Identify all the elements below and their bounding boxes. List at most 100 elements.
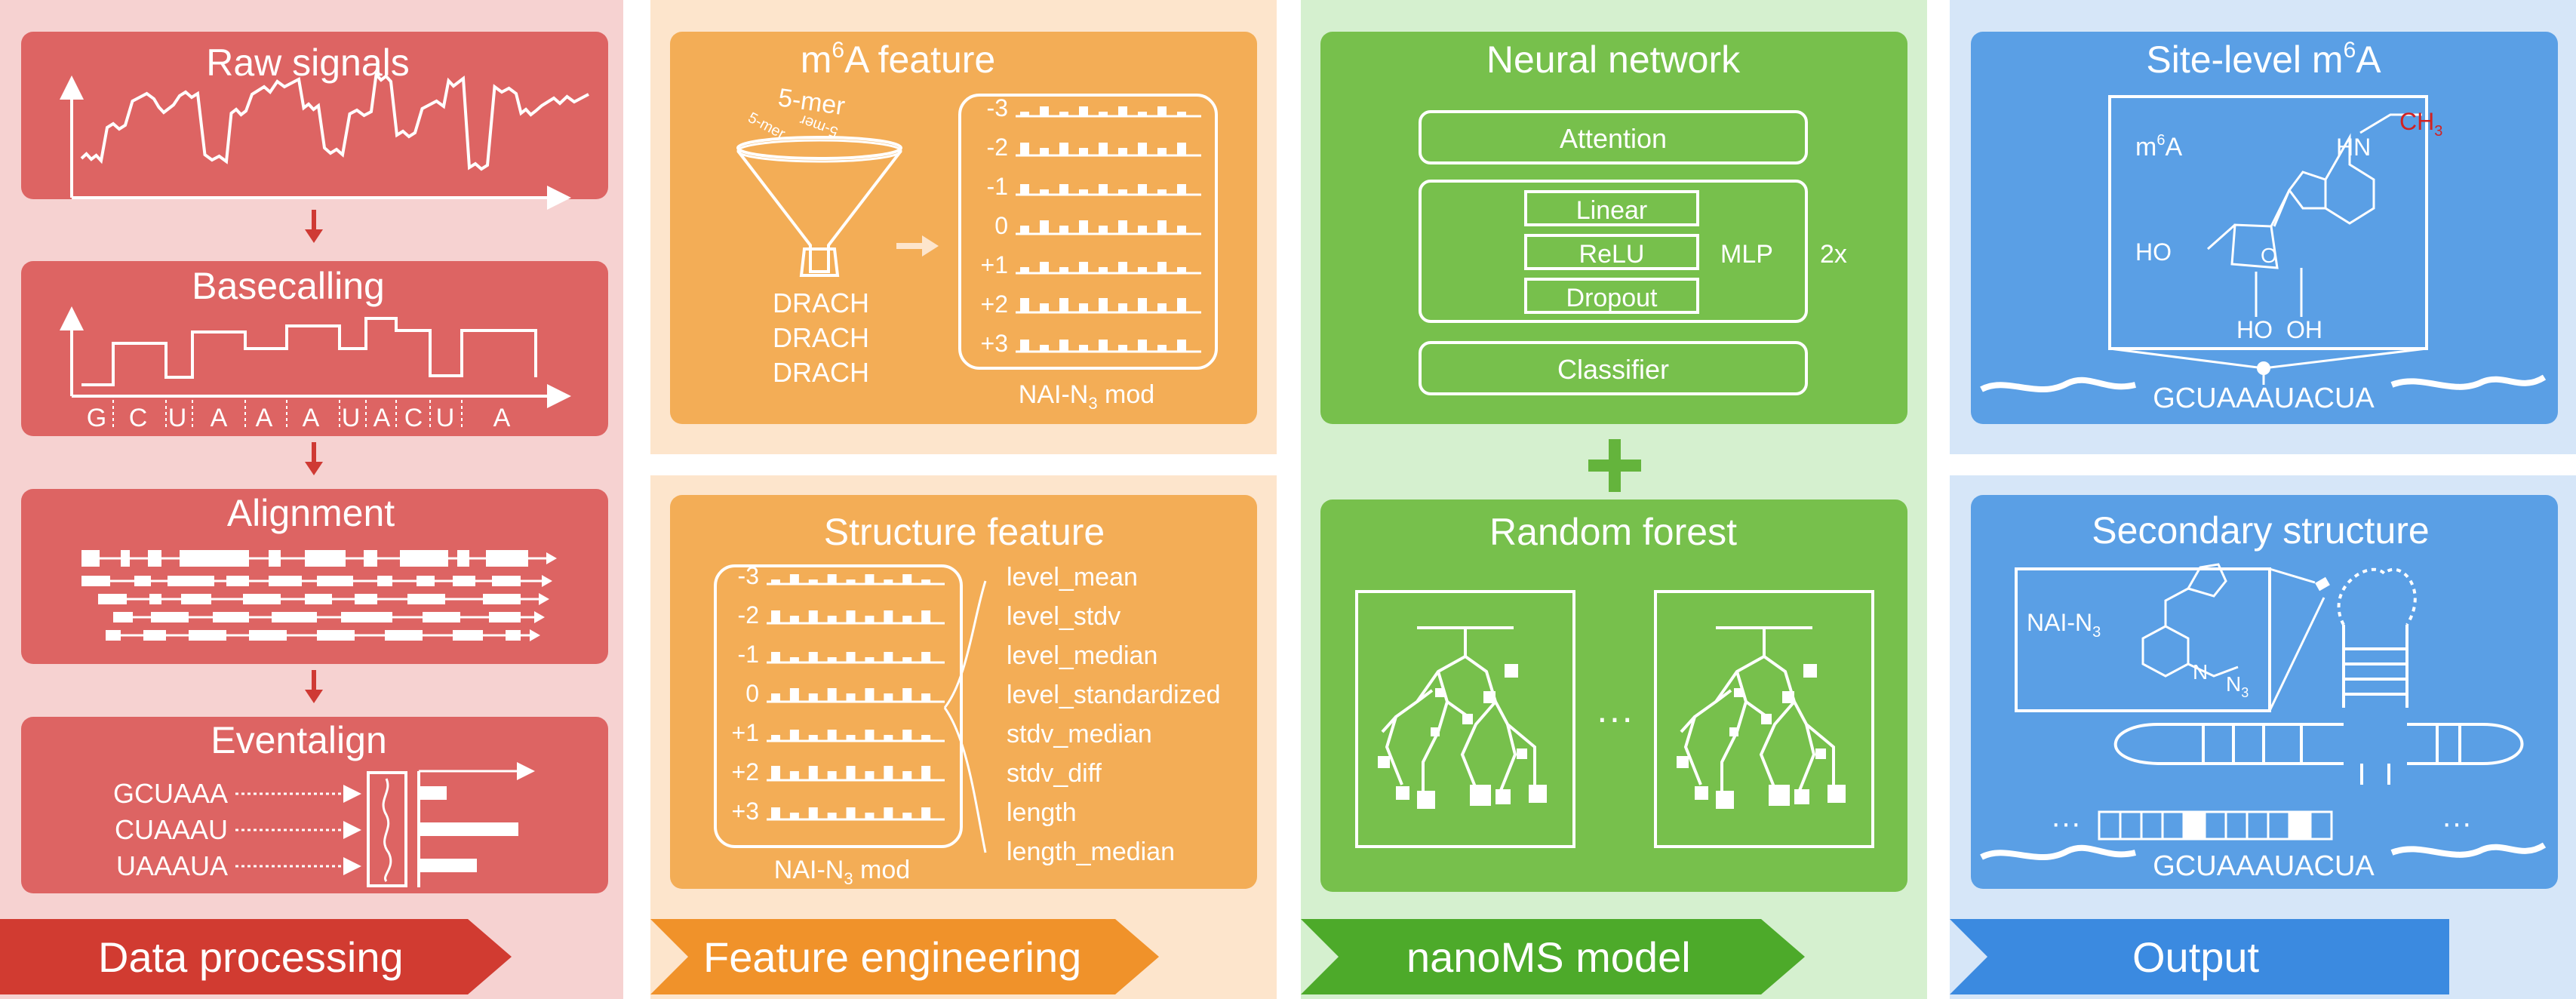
structure-feature-name: length_median — [1007, 838, 1175, 866]
plus-icon — [1588, 439, 1641, 492]
motif-3: DRACH — [773, 357, 869, 388]
structure-feature-name: level_median — [1007, 641, 1157, 670]
basecall-letter: U — [342, 404, 361, 432]
kmer-1: GCUAAA — [113, 778, 228, 809]
dropout-layer — [1524, 278, 1699, 314]
reactivity-strip — [2098, 810, 2333, 841]
position-label: +3 — [732, 798, 759, 825]
ring-oxygen: O — [2261, 244, 2277, 267]
kmer-3: UAAAUA — [116, 850, 228, 881]
mlp-label: MLP — [1720, 240, 1773, 269]
output-divider — [1950, 454, 2576, 475]
m6a-feature-caption: NAI-N3 mod — [1019, 380, 1154, 413]
model-banner: nanoMS model — [1301, 919, 1805, 994]
structure-feature-name: level_stdv — [1007, 602, 1120, 631]
decision-tree-2-shape — [1677, 626, 1846, 809]
reactivity-cell — [2309, 810, 2333, 841]
alignment-tracks — [81, 550, 557, 641]
relu-label: ReLU — [1579, 240, 1645, 269]
structure-feature-table — [714, 564, 963, 848]
secondary-structure-panel: Secondary structure NAI-N3 N N3 ··· — [1971, 495, 2558, 889]
structure-feature-title: Structure feature — [824, 511, 1105, 553]
position-label: -2 — [738, 601, 759, 629]
position-label: -2 — [987, 134, 1008, 161]
motif-1: DRACH — [773, 287, 869, 318]
basecall-trace — [81, 317, 537, 386]
alignment-panel: Alignment — [21, 489, 608, 664]
basecall-letter: U — [168, 404, 187, 432]
raw-signal-trace — [80, 71, 589, 171]
kmer-2: CUAAAU — [115, 814, 228, 845]
reactivity-cell — [2182, 810, 2206, 841]
basecall-letter: C — [129, 404, 148, 432]
basecall-letter: A — [493, 404, 511, 432]
position-label: +3 — [981, 330, 1008, 357]
structure-feature-name: level_mean — [1007, 563, 1138, 592]
oh-3prime: OH — [2286, 316, 2322, 343]
basecall-letter: A — [303, 404, 320, 432]
position-label: -1 — [738, 641, 759, 668]
repeat-label: 2x — [1820, 240, 1847, 269]
structure-feature-name: stdv_diff — [1007, 759, 1102, 788]
output-banner: Output — [1950, 919, 2449, 994]
position-label: -3 — [987, 94, 1008, 121]
position-label: +1 — [981, 251, 1008, 278]
motif-2: DRACH — [773, 322, 869, 353]
random-forest-title: Random forest — [1489, 511, 1737, 553]
ho-5prime: HO — [2135, 238, 2172, 266]
trees-ellipsis: ··· — [1596, 696, 1634, 739]
random-forest-panel: Random forest ··· — [1320, 500, 1907, 892]
structure-sequence: GCUAAAUACUA — [2153, 850, 2375, 882]
basecall-letter: G — [87, 404, 106, 432]
site-level-panel: Site-level m6A m6A CH3 HN HO HO OH O — [1971, 32, 2558, 424]
structure-feature-name: length — [1007, 798, 1077, 827]
dropout-label: Dropout — [1566, 284, 1658, 312]
raw-signals-panel: Raw signals — [21, 32, 608, 210]
ring-n: N — [2193, 660, 2208, 684]
position-label: +2 — [981, 290, 1008, 318]
basecall-letter: C — [404, 404, 423, 432]
m6a-structure-box — [2108, 95, 2428, 350]
data-processing-banner: Data processing — [0, 919, 512, 994]
attention-layer — [1419, 110, 1808, 164]
structure-feature-list: level_mean level_stdv level_median level_st… — [1007, 563, 1221, 866]
structure-feature-name: level_standardized — [1007, 681, 1221, 709]
nai-n3-molecule — [2141, 563, 2239, 678]
m6a-feature-rows: -3-2-10+1+2+3 — [981, 94, 1201, 357]
linear-layer — [1524, 190, 1699, 226]
basecall-letter: A — [373, 404, 391, 432]
relu-layer — [1524, 234, 1699, 270]
nai-n3-label: NAI-N3 — [2027, 609, 2101, 641]
m6a-feature-title: m6A feature — [801, 38, 996, 81]
sequence-ellipsis-left: ··· — [2051, 807, 2081, 840]
sequence-ellipsis-right: ··· — [2442, 807, 2472, 840]
m6a-feature-table — [958, 94, 1218, 370]
position-label: +2 — [732, 758, 759, 785]
neural-network-title: Neural network — [1486, 38, 1741, 81]
rna-secondary-structure — [2113, 567, 2524, 785]
m6a-molecule — [2207, 113, 2422, 317]
methyl-group: CH3 — [2399, 108, 2442, 140]
model-label: nanoMS model — [1406, 933, 1691, 981]
basecall-letter: A — [256, 404, 273, 432]
decision-tree-2 — [1654, 590, 1874, 848]
structure-feature-rows: -3-2-10+1+2+3 — [732, 562, 945, 825]
structure-feature-name: stdv_median — [1007, 720, 1152, 748]
data-processing-label: Data processing — [98, 933, 404, 981]
linear-label: Linear — [1576, 196, 1648, 225]
nai-n3-box — [2015, 567, 2271, 712]
funnel-icon — [736, 136, 902, 277]
mlp-block — [1419, 180, 1808, 323]
azide-label: N3 — [2226, 672, 2249, 700]
classifier-layer — [1419, 341, 1808, 395]
feature-divider — [650, 454, 1277, 475]
position-label: -3 — [738, 562, 759, 589]
decision-tree-1 — [1355, 590, 1575, 848]
site-level-sequence: GCUAAAUACUA — [2153, 383, 2375, 414]
ho-2prime: HO — [2236, 316, 2273, 343]
basecall-letter: U — [436, 404, 455, 432]
m6a-label: m6A — [2135, 132, 2182, 161]
amine-n: HN — [2336, 134, 2371, 161]
